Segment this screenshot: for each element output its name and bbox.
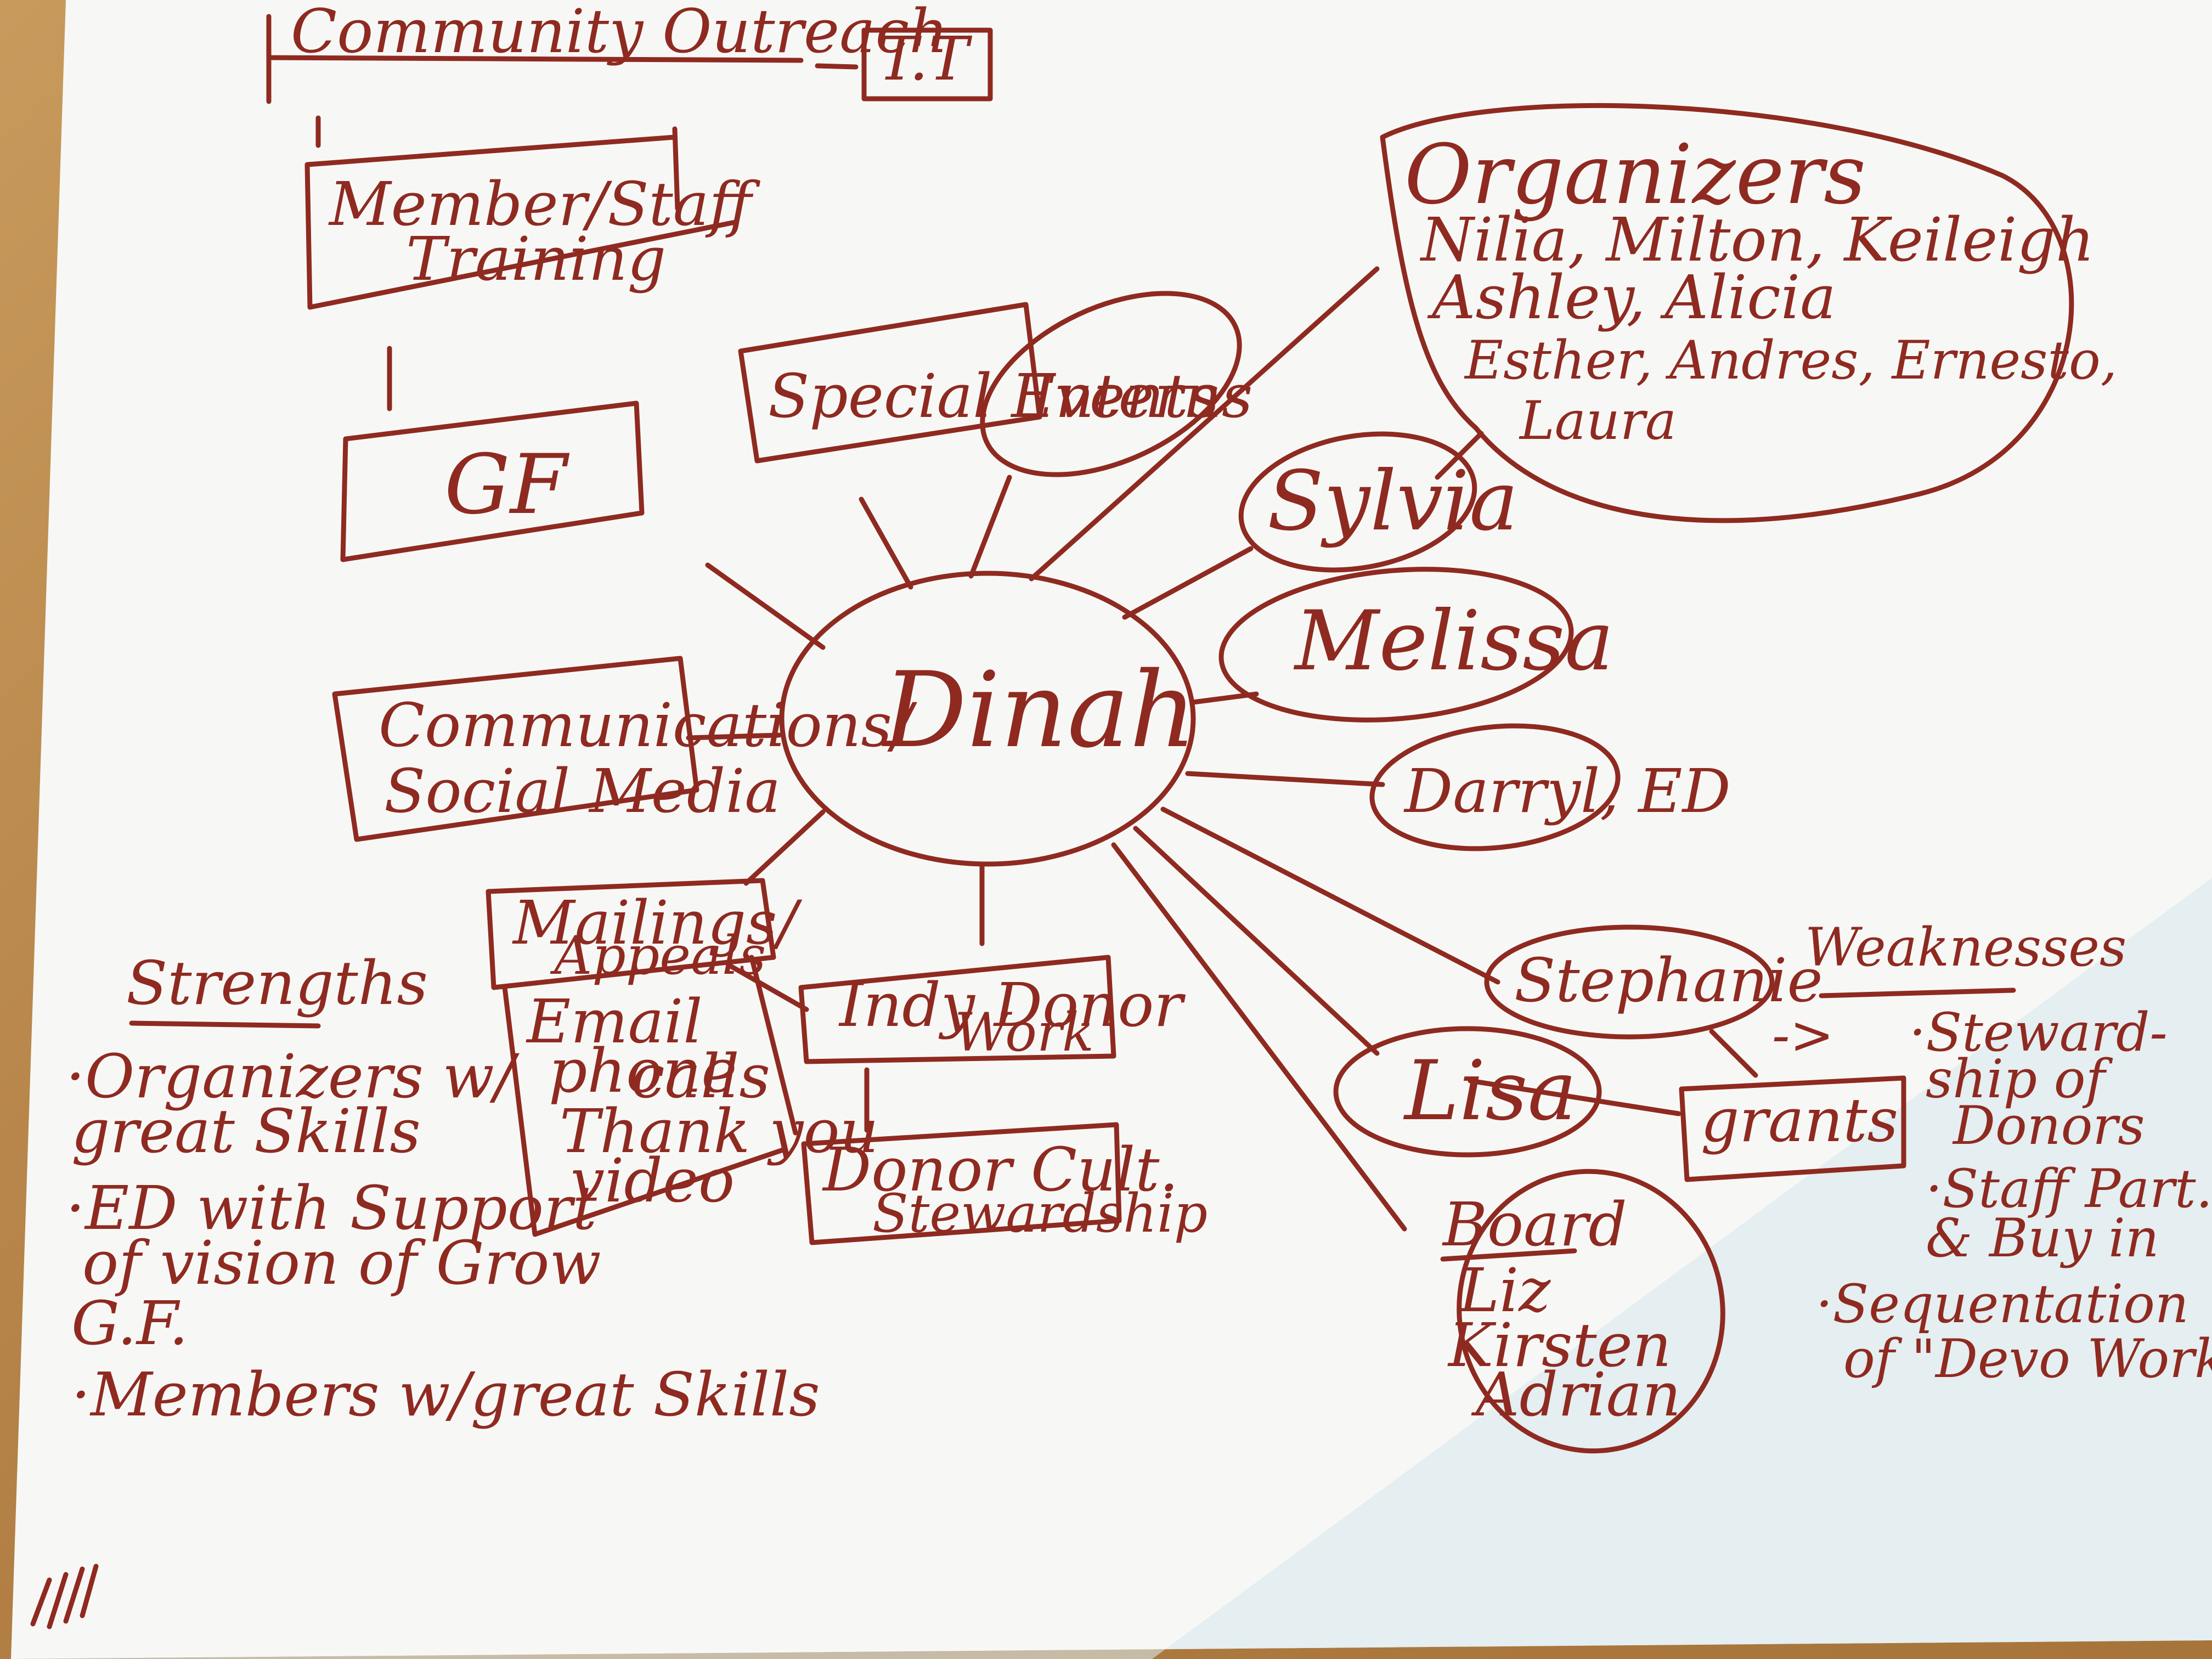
gf-label: GF [444,437,570,533]
weaknesses-title: Weaknesses [1805,917,2126,978]
sylvia-node: Sylvia [1238,431,1519,573]
sylvia-label: Sylvia [1267,454,1519,549]
board-name-2: Kirsten [1447,1310,1672,1380]
special-events-label: Special Events [768,361,1219,431]
weakness-line-5: & Buy in [1926,1207,2159,1269]
donor-cult-node: Donor Cult. Stewardship [801,1122,1207,1245]
member-staff-training-node: Member/Staff Training [304,126,760,310]
strength-line-3: ·ED with Support [66,1173,597,1243]
paper-shadow-tint [11,878,2212,1659]
organizers-names-2: Ashley, Alicia [1427,262,1836,332]
organizers-node: Organizers Nilia, Milton, Keileigh Ashle… [1380,103,2117,523]
strengths-section: Strengths ·Organizers w/ great Skills ·E… [66,948,820,1430]
mailings-item-email: Email [526,986,703,1057]
darryl-label: Darryl, ED [1403,756,1731,826]
strength-line-4: of vision of Grow [82,1228,601,1298]
community-outreach-label: Community Outreach [291,0,948,66]
weakness-line-7: of "Devo Work" [1843,1328,2212,1390]
tt-node: T.T [861,24,993,101]
center-node-shape [779,571,1196,867]
board-name-3: Adrian [1471,1359,1681,1430]
community-outreach-node: Community Outreach [266,0,948,104]
organizers-names-4: Laura [1519,390,1677,452]
weaknesses-section: Weaknesses -> ·Steward- ship of Donors ·… [1772,917,2212,1390]
weakness-line-6: ·Sequentation [1816,1273,2189,1335]
communications-label-2: Social Media [384,756,781,826]
board-node: Board Liz Kirsten Adrian [1440,1169,1725,1454]
weakness-line-4: ·Staff Part. [1926,1158,2212,1220]
board-name-1: Liz [1458,1255,1551,1325]
weakness-line-1: ·Steward- [1909,1002,2168,1063]
strength-line-6: ·Members w/great Skills [71,1359,820,1430]
communications-node: Communications/ Social Media [332,656,917,842]
mailings-label-2: Appeals [550,925,766,986]
indy-donor-label-2: Work [955,1002,1094,1063]
lisa-node: Lisa [1333,1026,1602,1158]
communications-label-1: Communications/ [379,690,917,760]
stephanie-node: Stephanie [1484,924,1823,1040]
tt-label: T.T [878,24,973,94]
organizers-title: Organizers [1404,127,1866,223]
member-staff-label-2: Training [406,224,666,294]
indy-donor-label-1: Indy Donor [838,970,1186,1040]
grants-label: grants [1701,1085,1898,1155]
weakness-line-3: Donors [1952,1095,2145,1156]
mailings-item-video: video [571,1146,735,1216]
darryl-node: Darryl, ED [1369,723,1731,851]
grants-node: grants [1679,1075,1906,1182]
special-events-node: Special Events [738,302,1219,464]
donor-cult-label-1: Donor Cult. [822,1135,1178,1205]
mailings-item-thankyou: Thank you [560,1096,878,1166]
center-node-label: Dinah [882,650,1197,771]
donor-cult-label-2: Stewardship [872,1183,1207,1244]
mailings-node: Mailings/ Appeals Email phone calls Than… [486,878,878,1237]
weakness-line-2: ship of [1926,1048,2113,1110]
lisa-label: Lisa [1403,1043,1577,1139]
weakness-arrow: -> [1772,1005,1834,1066]
interns-node: Interns [980,291,1252,477]
interns-label: Interns [1030,361,1252,431]
melissa-node: Melissa [1218,567,1614,723]
corner-scribble [30,1564,99,1629]
stephanie-label: Stephanie [1514,945,1823,1015]
melissa-label: Melissa [1293,594,1614,689]
member-staff-label-1: Member/Staff [328,169,760,239]
strength-line-5: G.F. [71,1288,188,1358]
indy-donor-node: Indy Donor Work [798,955,1186,1064]
mailings-item-phone: phone [549,1036,737,1106]
strength-line-1: ·Organizers w/ [66,1041,520,1111]
mailings-label-1: Mailings/ [512,888,802,958]
connector-lines [315,63,1758,1232]
board-title: Board [1442,1189,1627,1260]
strength-line-2: great Skills [71,1096,421,1166]
organizers-names-3: Esther, Andres, Ernesto, [1464,330,2117,391]
mailings-item-calls: calls [631,1041,770,1111]
strengths-title: Strengths [126,948,428,1018]
gf-node: GF [340,400,645,562]
organizers-names-1: Nilia, Milton, Keileigh [1419,205,2095,275]
